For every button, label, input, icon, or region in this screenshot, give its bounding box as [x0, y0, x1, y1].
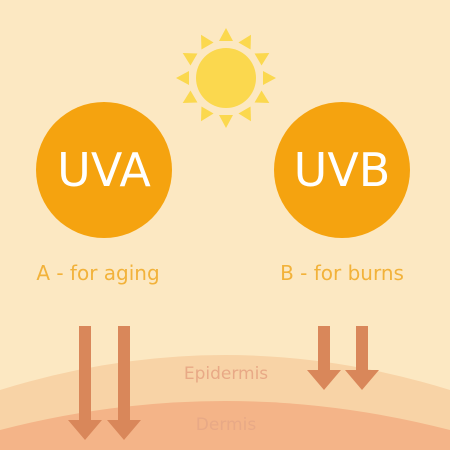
uva-arrow-left: [68, 326, 102, 440]
uva-arrow-right: [107, 326, 141, 440]
dermis-label: Dermis: [195, 415, 257, 435]
uva-circle: [36, 102, 172, 238]
uvb-caption: B - for burns: [280, 261, 404, 285]
sun-icon: [176, 28, 276, 128]
uva-label: UVA: [57, 143, 151, 197]
uvb-arrow-right: [345, 326, 379, 390]
uvb-arrow-left: [307, 326, 341, 390]
epidermis-label: Epidermis: [183, 364, 269, 384]
uvb-arrows: [307, 326, 379, 390]
uvb-circle: [274, 102, 410, 238]
uva-caption: A - for aging: [36, 261, 160, 285]
uvb-label: UVB: [293, 143, 391, 197]
dermis-layer: [0, 401, 450, 450]
uva-arrows: [68, 326, 141, 440]
